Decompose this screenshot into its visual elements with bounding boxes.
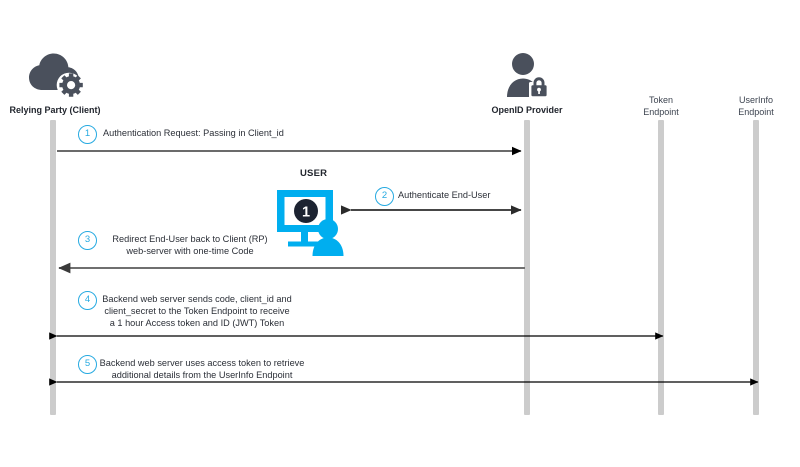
lifeline-openid-provider	[524, 120, 530, 415]
step-text-1: Authentication Request: Passing in Clien…	[103, 128, 284, 138]
lifeline-relying-party	[50, 120, 56, 415]
step-text-2: Authenticate End-User	[398, 190, 491, 200]
actor-label-token-endpoint: Token Endpoint	[643, 95, 679, 117]
actor-label-userinfo-endpoint: UserInfo Endpoint	[738, 95, 774, 117]
actor-label-openid-provider: OpenID Provider	[491, 105, 563, 115]
step-number-3: 3	[78, 231, 97, 250]
step-text-3: Redirect End-User back to Client (RP) we…	[112, 234, 268, 257]
lifeline-userinfo-endpoint	[753, 120, 759, 415]
step-number-4: 4	[78, 291, 97, 310]
step-number-5: 5	[78, 355, 97, 374]
cloud-gear-icon	[28, 52, 84, 103]
actor-label-relying-party: Relying Party (Client)	[9, 105, 101, 115]
step-number-2: 2	[375, 187, 394, 206]
person-lock-icon	[503, 52, 551, 103]
step-number-1: 1	[78, 125, 97, 144]
lifeline-token-endpoint	[658, 120, 664, 415]
monitor-badge-number: 1	[302, 205, 310, 221]
monitor-user-icon: 1	[276, 189, 348, 262]
step-text-4: Backend web server sends code, client_id…	[102, 294, 292, 329]
user-caption: USER	[300, 168, 328, 179]
step-text-5: Backend web server uses access token to …	[99, 358, 305, 381]
